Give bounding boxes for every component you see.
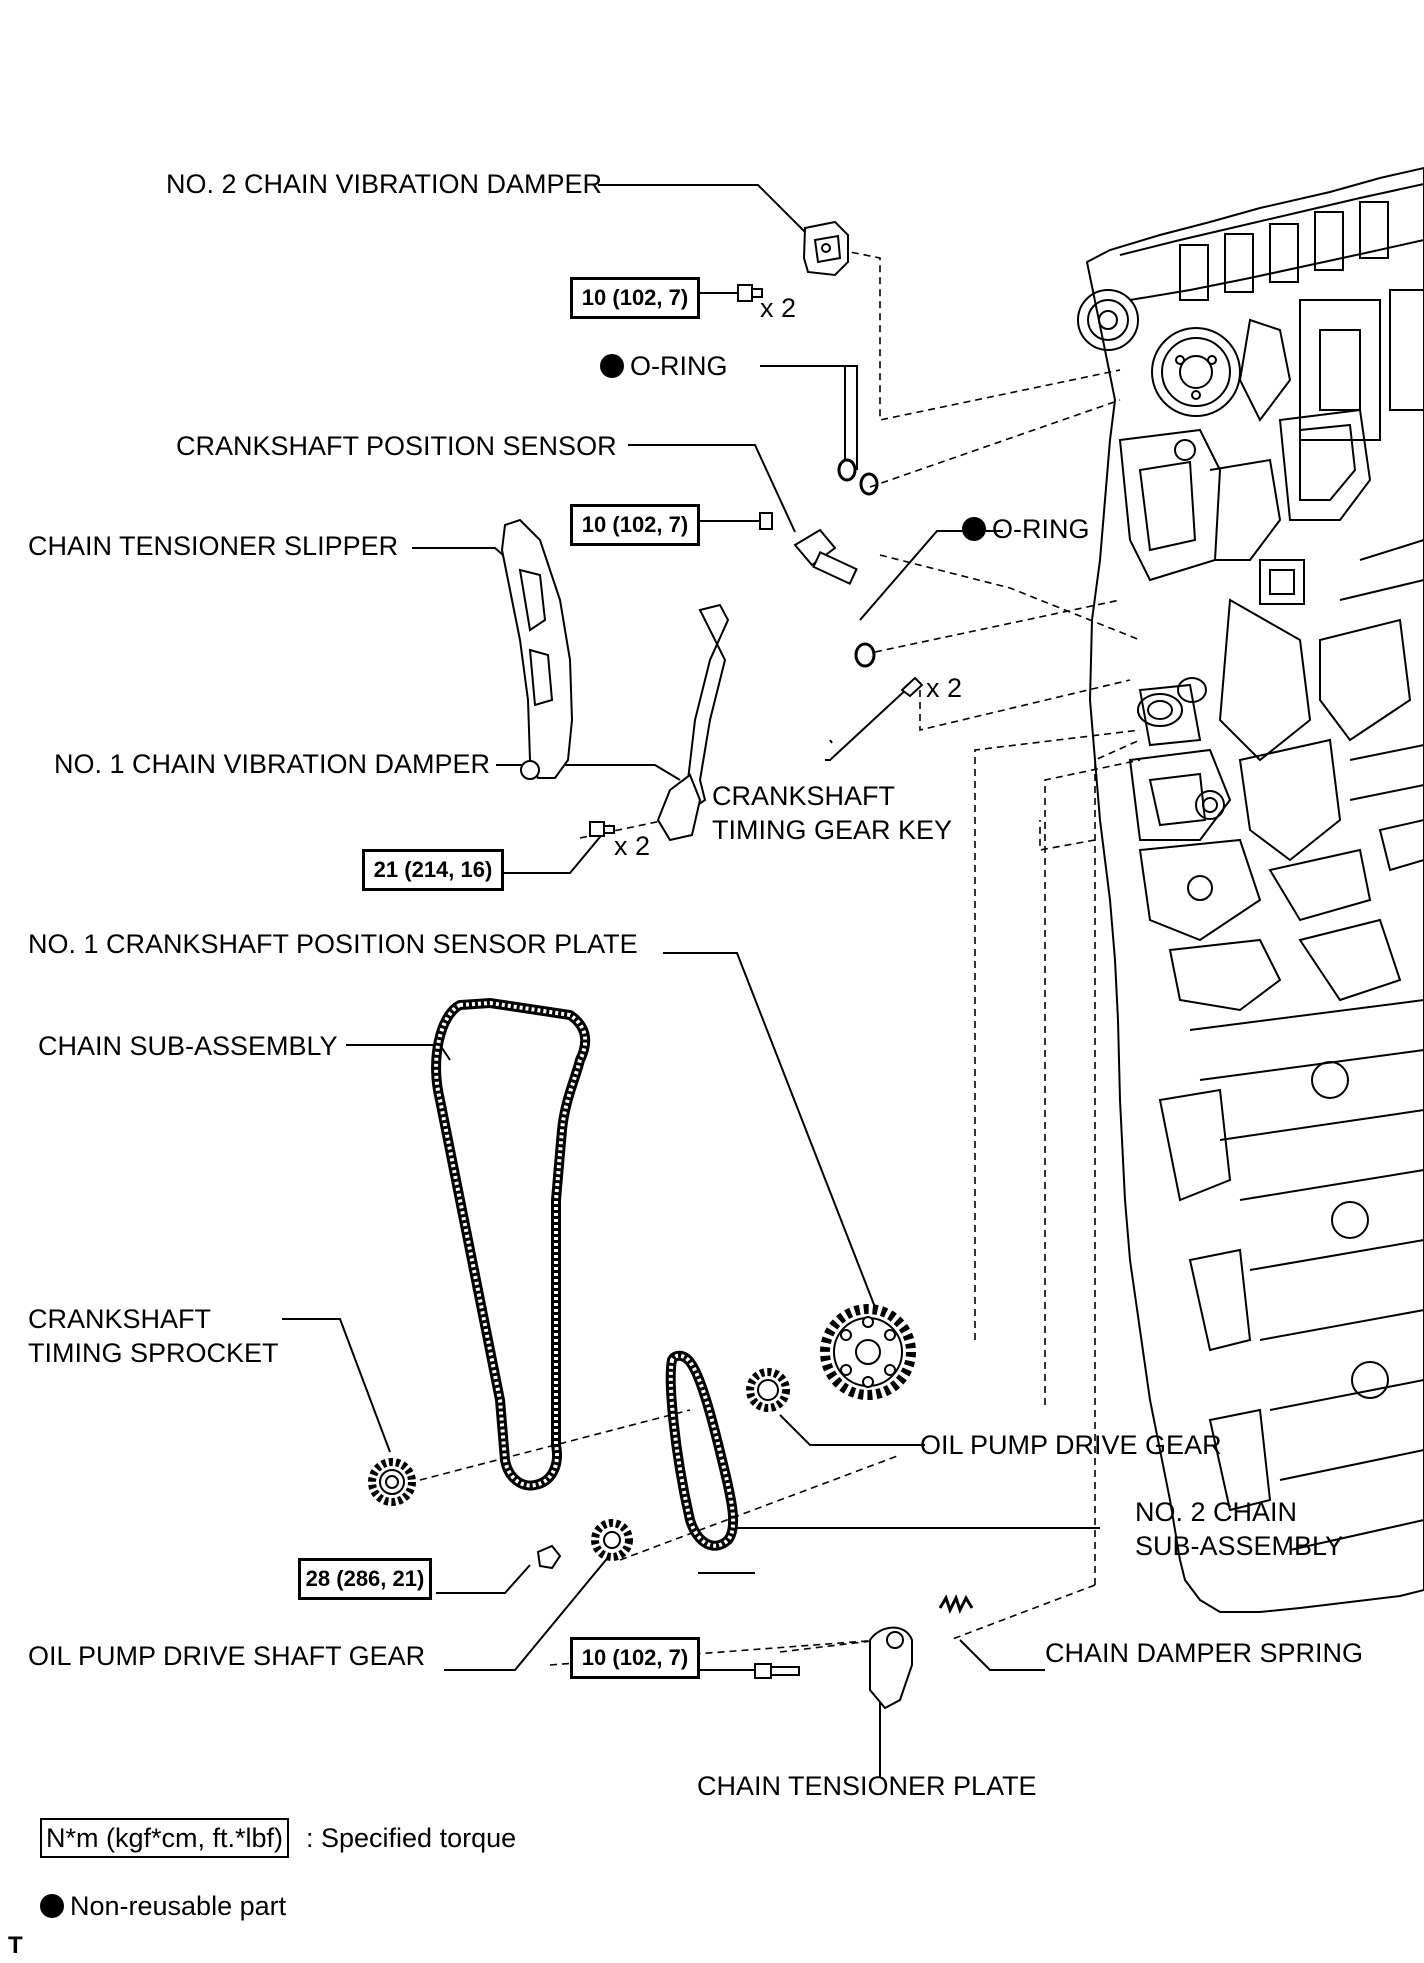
alignment-dashes xyxy=(419,249,1141,1666)
legend-torque-desc: : Specified torque xyxy=(306,1823,517,1853)
label-no2-chain-vibration-damper: NO. 2 CHAIN VIBRATION DAMPER xyxy=(166,169,603,199)
torque-oil-pump-nut: 28 (286, 21) xyxy=(298,1558,432,1600)
label-no1-crankshaft-position-sensor-plate: NO. 1 CRANKSHAFT POSITION SENSOR PLATE xyxy=(28,929,638,959)
torque-damper-bolt: 10 (102, 7) xyxy=(570,277,700,319)
label-oil-pump-drive-gear: OIL PUMP DRIVE GEAR xyxy=(920,1430,1222,1460)
label-no1-chain-vibration-damper: NO. 1 CHAIN VIBRATION DAMPER xyxy=(54,749,491,779)
legend-torque-unit: N*m (kgf*cm, ft.*lbf) xyxy=(40,1818,290,1858)
no2-chain-sub-assembly-part xyxy=(665,1350,739,1551)
oil-pump-drive-shaft-gear-part xyxy=(536,1519,633,1570)
nonreusable-dot-icon xyxy=(962,517,986,541)
torque-tensioner-plate-bolt: 10 (102, 7) xyxy=(570,1637,700,1679)
oil-pump-drive-gear-part xyxy=(746,1368,790,1412)
damper-bolt-part xyxy=(737,284,763,302)
chain-sub-assembly-part xyxy=(431,997,591,1491)
no1-damper-bolt-part xyxy=(589,821,615,837)
crankshaft-position-sensor-part xyxy=(759,512,858,586)
nonreusable-dot-icon xyxy=(600,354,624,378)
label-o-ring-1: O-RING xyxy=(600,350,728,382)
chain-tensioner-plate-part xyxy=(754,1626,913,1710)
chain-tensioner-slipper-part xyxy=(500,518,574,780)
label-crankshaft-timing-sprocket-2: TIMING SPROCKET xyxy=(28,1338,279,1368)
crankshaft-timing-sprocket-part xyxy=(368,1458,416,1506)
gear-key-part xyxy=(900,676,924,698)
label-crankshaft-timing-gear-key-2: TIMING GEAR KEY xyxy=(712,815,953,845)
label-oil-pump-drive-shaft-gear: OIL PUMP DRIVE SHAFT GEAR xyxy=(28,1641,426,1671)
label-chain-damper-spring: CHAIN DAMPER SPRING xyxy=(1045,1638,1364,1668)
label-chain-sub-assembly: CHAIN SUB-ASSEMBLY xyxy=(38,1031,338,1061)
leader-lines xyxy=(282,184,1100,1778)
torque-sensor-bolt: 10 (102, 7) xyxy=(570,504,700,546)
legend-nonreusable: Non-reusable part xyxy=(40,1890,286,1922)
qty-no1-damper-bolts: x 2 xyxy=(614,831,651,861)
chain-damper-spring-part xyxy=(938,1594,974,1614)
no1-chain-vibration-damper-part xyxy=(656,603,730,842)
qty-gear-keys: x 2 xyxy=(926,673,963,703)
torque-no1-damper-bolt: 21 (214, 16) xyxy=(362,849,504,891)
footer-mark: T xyxy=(8,1932,23,1959)
label-crankshaft-timing-sprocket-1: CRANKSHAFT xyxy=(28,1304,212,1334)
label-chain-tensioner-plate: CHAIN TENSIONER PLATE xyxy=(697,1771,1037,1801)
qty-damper-bolts: x 2 xyxy=(760,293,797,323)
label-crankshaft-position-sensor: CRANKSHAFT POSITION SENSOR xyxy=(176,431,617,461)
o-ring-2-text: O-RING xyxy=(992,514,1090,544)
o-ring-1-text: O-RING xyxy=(630,351,728,381)
label-no2-chain-sub-assembly-1: NO. 2 CHAIN xyxy=(1135,1497,1298,1527)
no2-chain-vibration-damper-part xyxy=(802,220,849,277)
nonreusable-dot-icon xyxy=(40,1894,64,1918)
label-chain-tensioner-slipper: CHAIN TENSIONER SLIPPER xyxy=(28,531,399,561)
label-crankshaft-timing-gear-key-1: CRANKSHAFT xyxy=(712,781,896,811)
legend-nonreusable-text: Non-reusable part xyxy=(70,1891,287,1921)
label-o-ring-2: O-RING xyxy=(962,513,1090,545)
o-ring-part-1 xyxy=(837,458,879,496)
o-ring-part-2 xyxy=(854,642,876,668)
label-no2-chain-sub-assembly-2: SUB-ASSEMBLY xyxy=(1135,1531,1344,1561)
engine-block xyxy=(1077,166,1424,1613)
crankshaft-position-sensor-plate-part xyxy=(820,1304,916,1400)
